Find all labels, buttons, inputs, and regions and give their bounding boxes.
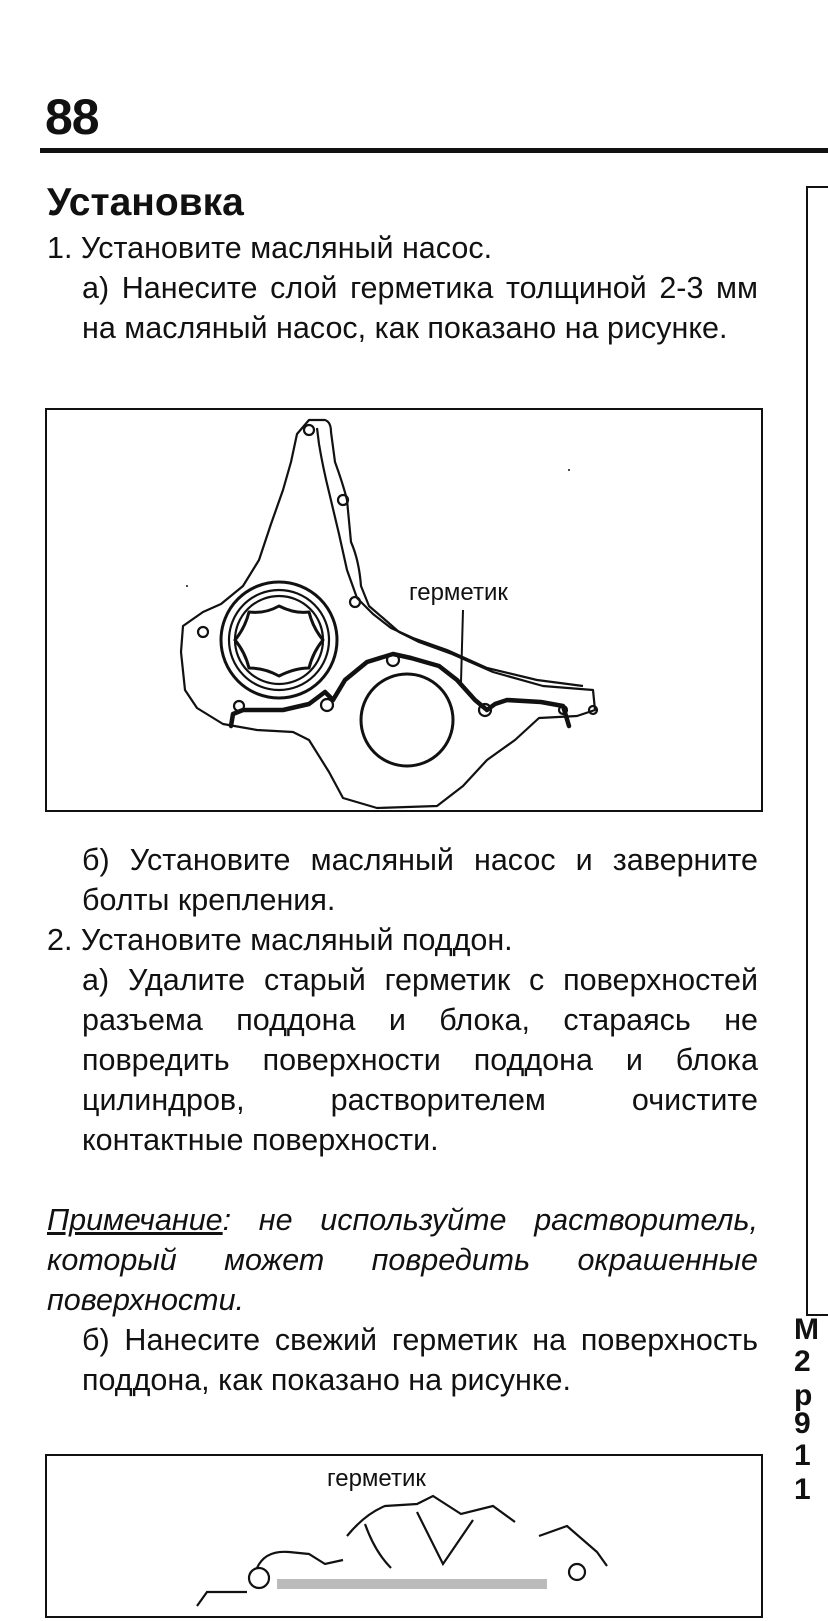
adjacent-fragment-5: 1 bbox=[794, 1439, 811, 1472]
pump-housing-outline bbox=[179, 418, 597, 810]
adjacent-fragment-3: p bbox=[794, 1379, 813, 1412]
adjacent-fragment-6: 1 bbox=[794, 1473, 811, 1506]
note-label: Примечание bbox=[47, 1203, 223, 1237]
sealant-label-2: герметик bbox=[327, 1465, 426, 1492]
sealant-line bbox=[228, 651, 572, 729]
adjacent-fragment-2: 2 bbox=[794, 1345, 811, 1378]
sealant-label: герметик bbox=[409, 579, 508, 606]
header-rule bbox=[40, 148, 828, 153]
step-2: 2. Установите масляный поддон. bbox=[47, 923, 513, 957]
page-number: 88 bbox=[45, 89, 100, 145]
step-2b: б) Нанесите свежий герметик на поверхнос… bbox=[82, 1323, 758, 1397]
oil-pan-drawing: герметик bbox=[196, 1465, 608, 1607]
note: Примечание: не используйте растворитель,… bbox=[47, 1200, 758, 1320]
figure-oil-pan: герметик bbox=[45, 1454, 763, 1618]
adjacent-fragment-4: 9 bbox=[794, 1407, 811, 1440]
adjacent-fragment-1: M bbox=[794, 1313, 819, 1346]
step-1: 1. Установите масляный насос. bbox=[47, 231, 493, 265]
section-title: Установка bbox=[47, 181, 244, 224]
step-1b: б) Установите масляный насос и заверните… bbox=[82, 843, 758, 917]
step-1a: а) Нанесите слой герметика толщиной 2-3 … bbox=[82, 271, 758, 345]
note-text: : не используйте растворитель, который м… bbox=[47, 1203, 758, 1317]
oil-pump-drawing: герметик bbox=[179, 418, 599, 810]
figure-oil-pump: герметик bbox=[45, 408, 763, 812]
adjacent-column-frame bbox=[806, 186, 828, 1316]
crankshaft-bore bbox=[359, 672, 455, 768]
step-2a: а) Удалите старый герметик с поверхносте… bbox=[82, 963, 758, 1157]
pump-inner-rotor bbox=[233, 604, 325, 678]
pump-gear-outer-ring bbox=[219, 580, 339, 700]
